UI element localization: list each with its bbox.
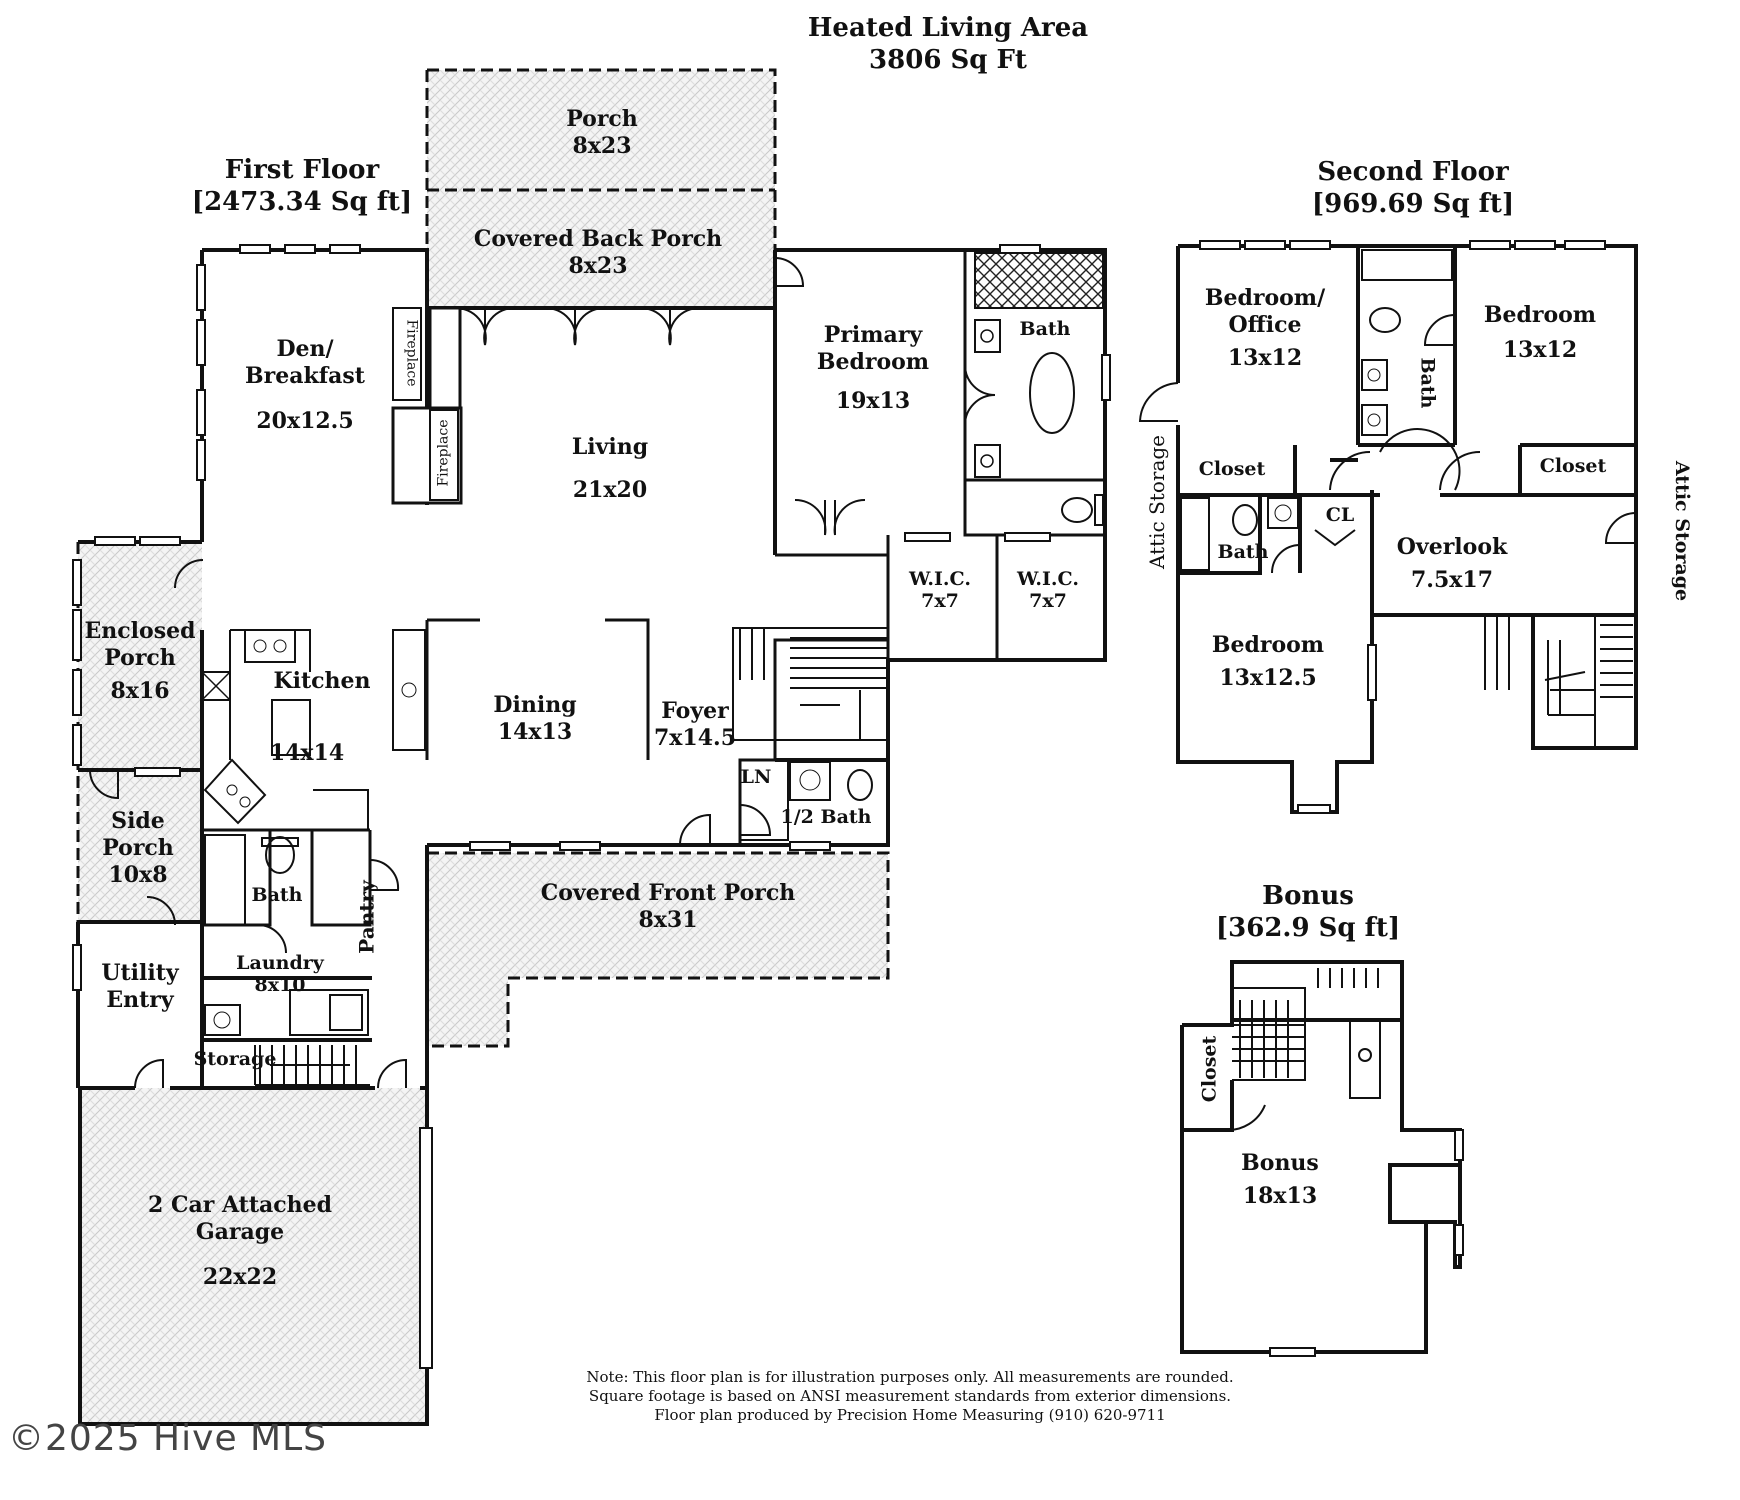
note-line-2: Square footage is based on ANSI measurem…: [588, 1387, 1232, 1405]
porch-area: [427, 70, 775, 190]
room-utility-entry: Utility Entry: [101, 960, 179, 1013]
room-wic-1: W.I.C.7x7: [909, 568, 971, 612]
covered-back-porch-area: [427, 190, 775, 308]
watermark: ©2025 Hive MLS: [8, 1418, 327, 1459]
disclaimer-note: Note: This floor plan is for illustratio…: [586, 1368, 1233, 1425]
room-half-bath: 1/2 Bath: [780, 806, 872, 828]
second-floor-title: Second Floor [969.69 Sq ft]: [1312, 156, 1514, 220]
room-bonus-closet: Closet: [1198, 1035, 1221, 1103]
garage-area: [80, 1088, 427, 1424]
first-floor-plan: [72, 68, 1111, 1426]
room-pantry: Pantry: [354, 880, 379, 954]
label-attic-storage-right: Attic Storage: [1671, 460, 1694, 602]
first-floor-title: First Floor [2473.34 Sq ft]: [192, 154, 412, 218]
heated-area-value: 3806 Sq Ft: [869, 45, 1027, 75]
first-floor-name: First Floor: [224, 155, 380, 185]
room-first-bath: Bath: [251, 884, 303, 906]
bonus-floor-area: [362.9 Sq ft]: [1215, 913, 1401, 943]
room-wic-2: W.I.C.7x7: [1017, 568, 1079, 612]
side-porch-area: [78, 770, 202, 922]
heated-area-title: Heated Living Area 3806 Sq Ft: [808, 12, 1088, 76]
room-second-bath-b: Bath: [1217, 541, 1269, 563]
bonus-floor-name: Bonus: [1262, 881, 1354, 911]
second-floor-area: [969.69 Sq ft]: [1311, 189, 1515, 219]
bonus-floor-plan: [1180, 960, 1464, 1357]
label-fireplace-1: Fireplace: [403, 319, 420, 387]
covered-front-porch-area: [427, 853, 888, 1046]
enclosed-porch-area: [78, 542, 202, 770]
first-floor-area: [2473.34 Sq ft]: [191, 187, 413, 217]
bonus-floor-title: Bonus [362.9 Sq ft]: [1216, 880, 1400, 944]
heated-area-label: Heated Living Area: [807, 13, 1089, 43]
label-attic-storage-left: Attic Storage: [1145, 434, 1170, 570]
label-fireplace-2: Fireplace: [435, 419, 452, 487]
room-primary-bath: Bath: [1019, 318, 1071, 340]
second-floor-name: Second Floor: [1317, 157, 1509, 187]
room-second-bath-a: Bath: [1416, 357, 1439, 409]
note-line-1: Note: This floor plan is for illustratio…: [586, 1368, 1234, 1386]
second-floor-plan: [1138, 240, 1638, 814]
room-storage: Storage: [193, 1048, 277, 1070]
room-linen: LN: [740, 766, 772, 788]
room-closet-cl: CL: [1325, 504, 1355, 526]
room-closet-b: Closet: [1539, 455, 1607, 477]
room-closet-a: Closet: [1198, 458, 1266, 480]
note-line-3: Floor plan produced by Precision Home Me…: [654, 1406, 1166, 1424]
